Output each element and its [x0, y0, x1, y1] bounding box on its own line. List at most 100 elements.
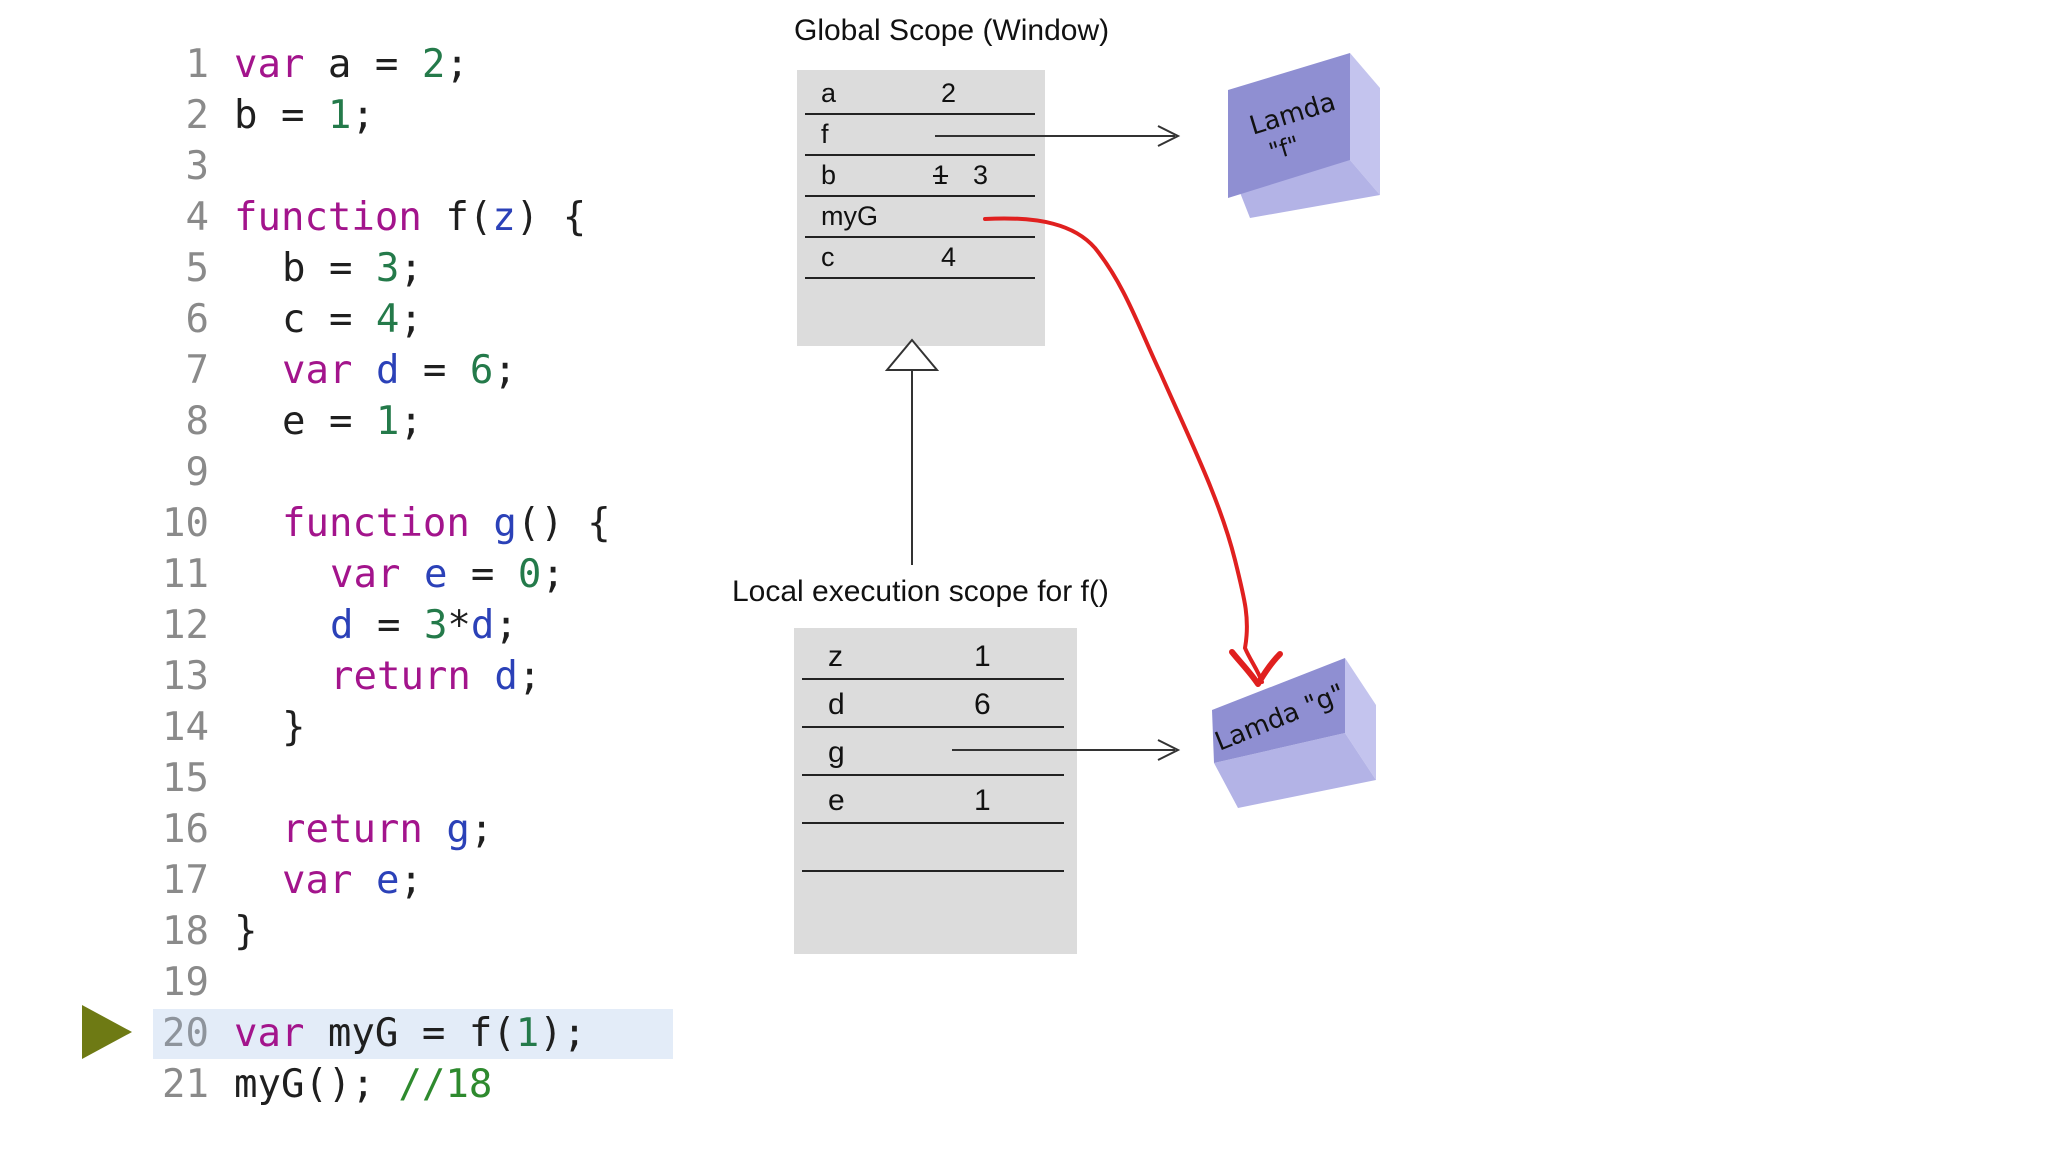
code-token: e [375, 858, 400, 903]
code-token: ; [399, 297, 423, 342]
code-token: 1 [375, 399, 400, 444]
line-number: 18 [162, 909, 209, 954]
code-token: ; [517, 654, 542, 699]
line-number: 2 [185, 93, 209, 138]
code-token: d [375, 348, 400, 393]
line-number: 16 [162, 807, 209, 852]
code-token: b = [234, 93, 328, 138]
local_scope-var-value: 1 [974, 640, 991, 673]
code-line: 9 [153, 448, 673, 498]
code-token: return [330, 654, 471, 699]
local_scope-row-separator [802, 726, 1064, 728]
global_scope-row-separator [805, 154, 1035, 156]
execution-pointer-icon [82, 1005, 132, 1059]
code-token: 1 [327, 93, 352, 138]
global_scope-var-value: 4 [941, 242, 957, 272]
local_scope-var-name: d [828, 688, 845, 721]
line-number: 14 [162, 705, 209, 750]
code-token: ; [399, 399, 423, 444]
code-token: d [494, 654, 518, 699]
global_scope-row-separator [805, 113, 1035, 115]
global_scope-row-separator [805, 236, 1035, 238]
line-number: 10 [162, 501, 209, 546]
global_scope-var-value: 3 [973, 160, 989, 190]
code-line: 2 b = 1; [153, 91, 673, 141]
line-number: 11 [162, 552, 209, 597]
local_scope-var-name: z [828, 640, 843, 673]
global_scope-var-value: 2 [941, 78, 957, 108]
line-number: 20 [162, 1011, 209, 1056]
lambda-g-side-face [1345, 658, 1376, 780]
line-number: 7 [185, 348, 209, 393]
code-token: 2 [421, 42, 446, 87]
local_scope-row-separator [802, 678, 1064, 680]
code-token: var [234, 42, 305, 87]
code-token: = [447, 552, 518, 597]
local-scope-title: Local execution scope for f() [732, 575, 1109, 608]
line-number: 1 [185, 42, 209, 87]
global_scope-old-value: 1 [933, 160, 949, 190]
line-number: 17 [162, 858, 209, 903]
global_scope-var-name: myG [821, 201, 878, 231]
code-token: 4 [375, 297, 400, 342]
local_scope-var-value: 1 [974, 784, 991, 817]
arrowhead-g-icon [1157, 739, 1181, 761]
code-token: * [447, 603, 471, 648]
code-token: z [492, 195, 516, 240]
code-token: d [330, 603, 354, 648]
global_scope-var-name: b [821, 160, 837, 190]
code-token: f( [421, 195, 493, 240]
global_scope-var-name: c [821, 242, 835, 272]
lambda-f-side-face [1350, 53, 1380, 195]
code-line: 6 c = 4; [153, 295, 673, 345]
code-token: function [234, 195, 422, 240]
code-token: var [282, 858, 353, 903]
code-token: 3 [423, 603, 448, 648]
code-token: 0 [517, 552, 542, 597]
arrowhead-f-icon [1157, 125, 1181, 147]
line-number: 19 [162, 960, 209, 1005]
code-line: 3 [153, 142, 673, 192]
code-token: var [330, 552, 401, 597]
mygg-reference-arrow [983, 216, 1264, 684]
code-token: myG = f( [304, 1011, 516, 1056]
code-line: 14} [153, 703, 673, 753]
code-token: ; [399, 858, 423, 903]
local_scope-row-separator [802, 774, 1064, 776]
lambda-g-front-face [1212, 658, 1345, 763]
local_scope-row-separator [802, 822, 1064, 824]
global_scope-row-separator [805, 195, 1035, 197]
code-token: ; [493, 348, 517, 393]
line-number: 6 [185, 297, 209, 342]
code-token: ; [351, 93, 375, 138]
code-token: c = [282, 297, 376, 342]
code-line: 18} [153, 907, 673, 957]
code-token: ; [399, 246, 423, 291]
code-token: d [470, 603, 495, 648]
code-token: myG(); [234, 1062, 399, 1107]
code-token: g [446, 807, 470, 852]
global-scope-title: Global Scope (Window) [794, 14, 1110, 47]
code-token: //18 [398, 1062, 493, 1107]
code-token: 1 [515, 1011, 540, 1056]
code-token: var [234, 1011, 305, 1056]
code-token: a = [304, 42, 422, 87]
code-token: b = [282, 246, 376, 291]
line-number: 5 [185, 246, 209, 291]
line-number: 12 [162, 603, 209, 648]
lambda-f-front-face [1228, 53, 1350, 198]
line-number: 13 [162, 654, 209, 699]
global_scope-row-separator [805, 277, 1035, 279]
